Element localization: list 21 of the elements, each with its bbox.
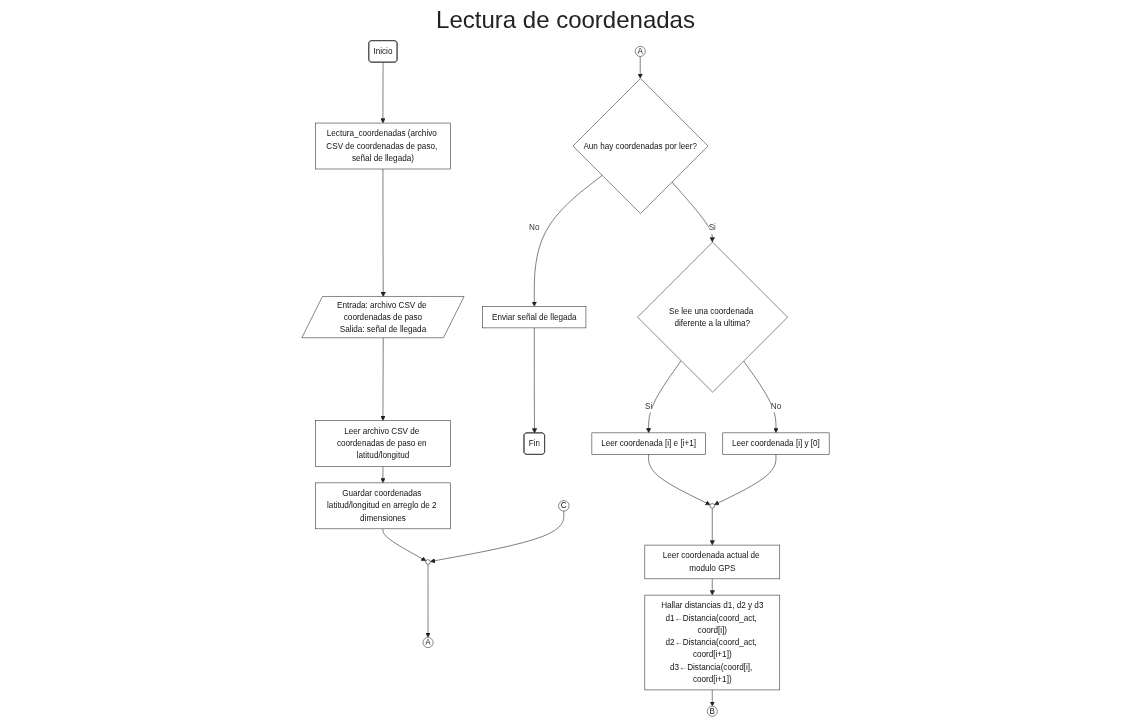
edge-label: Si bbox=[644, 401, 653, 411]
node-diamond: Aun hay coordenadas por leer? bbox=[572, 78, 709, 214]
node-circle: A bbox=[422, 637, 434, 648]
node-circle: C bbox=[558, 500, 570, 512]
node-box: Guardar coordenadas latitud/longitud en arreglo de 2 dimensiones bbox=[315, 482, 451, 530]
node-circle: B bbox=[706, 705, 718, 717]
node-box: Lectura_coordenadas (archivo CSV de coordenadas de paso, señal de llegada) bbox=[315, 122, 451, 170]
node-box: Leer archivo CSV de coordenadas de paso en latitud/longitud bbox=[315, 420, 451, 467]
node-box: Leer coordenada actual de modulo GPS bbox=[644, 544, 781, 580]
node-circle bbox=[709, 503, 715, 509]
node-box: Hallar distancias d1, d2 y d3 d1←Distancia(coord_act, coord[i]) d2←Distancia(coord_act, coord[i+1]) d3←Distancia(coord[i], coord[i+1]) bbox=[644, 594, 781, 691]
node-diamond: Se lee una coordenada diferente a la ultima? bbox=[637, 241, 788, 393]
node-box: Enviar señal de llegada bbox=[482, 306, 587, 329]
node-box: Leer coordenada [i] y [0] bbox=[722, 432, 830, 455]
edge-label: No bbox=[529, 222, 540, 233]
diagram-title: Lectura de coordenadas bbox=[436, 6, 695, 34]
node-circle bbox=[425, 559, 431, 565]
node-circle: A bbox=[634, 46, 646, 57]
edge-label: Si bbox=[708, 222, 716, 233]
node-box: Leer coordenada [i] e [i+1] bbox=[591, 432, 706, 455]
edge-label: No bbox=[770, 401, 782, 411]
